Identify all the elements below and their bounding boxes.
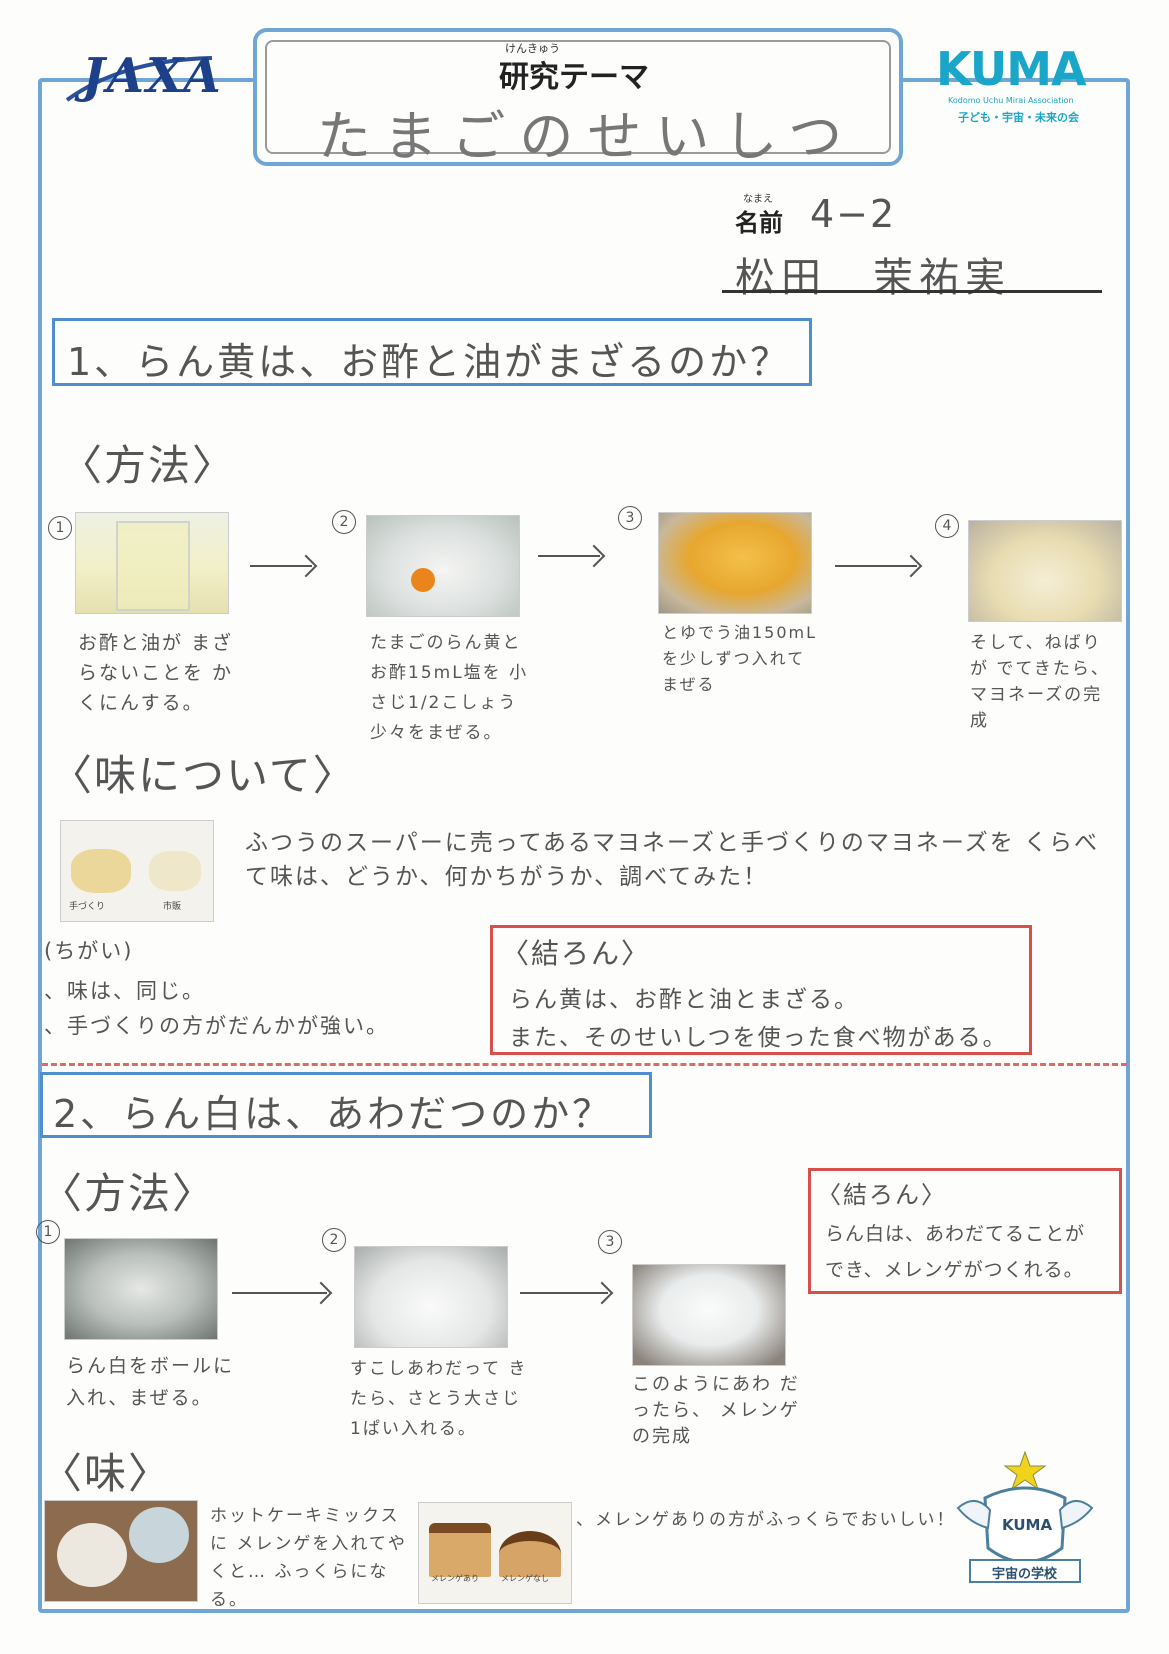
- name-label: 名前: [735, 209, 783, 237]
- step2-number: 2: [332, 510, 356, 534]
- theme-title: たまごのせいしつ: [317, 105, 857, 168]
- section2-method-heading: 〈方法〉: [40, 1169, 217, 1218]
- section1-title-box: 1、らん黄は、お酢と油がまざるのか？: [52, 318, 812, 386]
- school-badge: KUMA 宇宙の学校: [950, 1448, 1100, 1588]
- badge-emblem-icon: [956, 1450, 1094, 1583]
- step1-text: お酢と油が まざらないことを かくにんする。: [78, 632, 234, 714]
- diff-heading: (ちがい): [44, 939, 134, 963]
- s2-step3-text: このようにあわ だったら、 メレンゲの完成: [632, 1374, 800, 1447]
- section1-taste-text: ふつうのスーパーに売ってあるマヨネーズと手づくりのマヨネーズを くらべて味は、ど…: [245, 830, 1100, 890]
- s2-step2-text: すこしあわだって きたら、さとう大さじ 1ぱい入れる。: [350, 1359, 528, 1439]
- section2-title-box: 2、らん白は、あわだつのか？: [40, 1072, 652, 1138]
- s2-step2-photo: [354, 1246, 508, 1348]
- section1-conclusion-heading: 〈結ろん〉: [501, 937, 652, 970]
- section1-method-heading: 〈方法〉: [60, 441, 237, 490]
- step4-photo: [968, 520, 1122, 622]
- step3-arrow-icon: [835, 565, 917, 567]
- s2-step1-number: 1: [36, 1220, 60, 1244]
- step3-text: とゆでう油150mL を少しずつ入れて まぜる: [662, 623, 818, 694]
- step4-number: 4: [935, 514, 959, 538]
- step2-arrow-icon: [538, 555, 600, 557]
- s2-step2-arrow-icon: [520, 1292, 608, 1294]
- section1-taste-heading: 〈味について〉: [50, 751, 357, 800]
- s2-step3-photo: [632, 1264, 786, 1366]
- theme-box: けんきゅう 研究テーマ たまごのせいしつ: [253, 28, 903, 168]
- name-value: 松田 茉祐実: [735, 255, 1011, 301]
- s2-step2-number: 2: [322, 1228, 346, 1252]
- section1-title: 1、らん黄は、お酢と油がまざるのか？: [67, 340, 792, 384]
- step4-text: そして、ねばりが でてきたら、 マヨネーズの完成: [970, 633, 1110, 731]
- section2-conclusion-line-2: でき、メレンゲがつくれる。: [825, 1259, 1084, 1281]
- diff-item-1: 、味は、同じ。: [44, 979, 205, 1003]
- badge-top-text: KUMA: [1002, 1516, 1053, 1534]
- section-divider: [42, 1063, 1127, 1066]
- section2-conclusion-heading: 〈結ろん〉: [817, 1181, 947, 1209]
- mayonnaise-compare-photo: 手づくり 市販: [60, 820, 214, 922]
- kuma-logo: KUMA Kodomo Uchu Mirai Association 子ども・宇…: [930, 42, 1100, 132]
- step2-photo: [366, 515, 520, 617]
- jaxa-logo-text: JAXA: [82, 48, 223, 104]
- photo-label-without-meringue: メレンゲなし: [501, 1574, 549, 1583]
- step3-photo: [658, 512, 812, 614]
- step3-number: 3: [618, 506, 642, 530]
- name-underline: [722, 290, 1102, 293]
- s2-step1-text: らん白をボールに 入れ、まぜる。: [66, 1355, 235, 1409]
- s2-step3-number: 3: [598, 1230, 622, 1254]
- s2-step1-arrow-icon: [232, 1292, 327, 1294]
- step1-number: 1: [48, 516, 72, 540]
- badge-bottom-text: 宇宙の学校: [992, 1567, 1058, 1582]
- photo-label-with-meringue: メレンゲあり: [431, 1574, 479, 1583]
- name-ruby: なまえ: [743, 194, 773, 205]
- kuma-logo-sub: Kodomo Uchu Mirai Association: [948, 96, 1074, 105]
- theme-ruby: けんきゅう: [505, 42, 560, 55]
- jaxa-swoosh-icon: [65, 56, 213, 102]
- pancake-compare-photo: メレンゲあり メレンゲなし: [418, 1502, 572, 1604]
- jaxa-logo: JAXA: [62, 40, 222, 120]
- section2-taste-text-2: 、メレンゲありの方がふっくらでおいしい！: [576, 1510, 956, 1530]
- section2-conclusion-box: 〈結ろん〉 らん白は、あわだてることが でき、メレンゲがつくれる。: [808, 1168, 1122, 1294]
- section1-conclusion-line-2: また、そのせいしつを使った食べ物がある。: [509, 1025, 1008, 1051]
- kuma-logo-text: KUMA: [936, 42, 1087, 96]
- section1-conclusion-box: 〈結ろん〉 らん黄は、お酢と油とまざる。 また、そのせいしつを使った食べ物がある…: [490, 925, 1032, 1055]
- theme-label: 研究テーマ: [499, 60, 649, 95]
- section2-taste-text-1: ホットケーキミックスに メレンゲを入れてやくと… ふっくらになる。: [210, 1506, 407, 1610]
- pancake-mix-photo: [44, 1500, 198, 1602]
- kuma-logo-jp: 子ども・宇宙・未来の会: [958, 111, 1079, 124]
- step1-arrow-icon: [250, 565, 312, 567]
- section1-conclusion-line-1: らん黄は、お酢と油とまざる。: [509, 987, 859, 1013]
- photo-label-handmade: 手づくり: [69, 902, 106, 912]
- section2-taste-heading: 〈味〉: [40, 1449, 173, 1498]
- section2-conclusion-line-1: らん白は、あわだてることが: [825, 1223, 1086, 1245]
- diff-item-2: 、手づくりの方がだんかが強い。: [44, 1014, 389, 1038]
- s2-step1-photo: [64, 1238, 218, 1340]
- step2-text: たまごのらん黄と お酢15mL塩を 小さじ1/2こしょう 少々をまぜる。: [370, 633, 529, 743]
- step1-photo: [75, 512, 229, 614]
- name-class: 4−2: [810, 192, 897, 236]
- section2-title: 2、らん白は、あわだつのか？: [53, 1092, 614, 1136]
- photo-label-store: 市販: [163, 902, 182, 912]
